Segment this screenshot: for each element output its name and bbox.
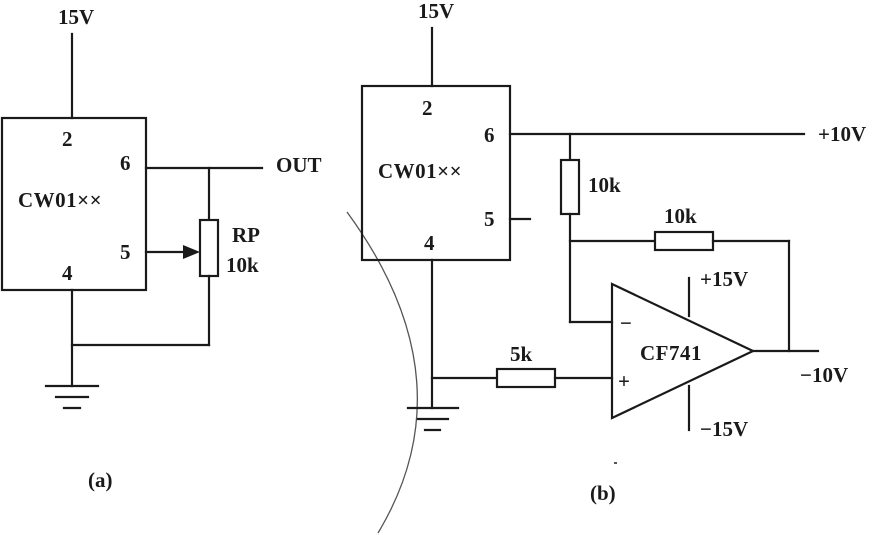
b-feedback-resistor — [653, 230, 715, 252]
b-regulator-ic — [360, 84, 512, 262]
b-caption: (b) — [590, 481, 616, 505]
b-opamp — [610, 282, 756, 420]
circuit-b: 15V 2 6 CW01×× 5 4 +10V 10k 10k − + CF74… — [360, 0, 866, 505]
b-pin-6: 6 — [484, 123, 495, 147]
a-pin-6: 6 — [120, 151, 131, 175]
b-opamp-vneg-label: −15V — [700, 417, 748, 441]
scan-artifact-curve — [346, 211, 418, 534]
a-caption: (a) — [88, 468, 113, 492]
b-pos-output-label: +10V — [818, 122, 866, 146]
a-supply-label: 15V — [58, 5, 94, 29]
a-pin-2: 2 — [62, 127, 73, 151]
b-pin-5: 5 — [484, 207, 495, 231]
b-input-resistor — [495, 367, 557, 389]
b-series-resistor — [559, 158, 581, 216]
scan-artifact-dot — [614, 462, 617, 464]
b-series-resistor-value: 10k — [588, 173, 621, 197]
b-opamp-plus: + — [618, 369, 630, 393]
a-pot-ref: RP — [232, 223, 260, 247]
a-potentiometer — [198, 218, 220, 278]
a-wiper-arrow-icon — [183, 245, 200, 259]
a-pin-5: 5 — [120, 240, 131, 264]
b-ground-icon — [406, 406, 460, 432]
b-input-resistor-value: 5k — [510, 342, 533, 366]
b-opamp-vpos-label: +15V — [700, 267, 748, 291]
a-ic-name: CW01×× — [18, 188, 102, 212]
b-feedback-resistor-value: 10k — [664, 204, 697, 228]
b-supply-label: 15V — [418, 0, 454, 23]
a-output-label: OUT — [276, 153, 322, 177]
a-pot-value: 10k — [226, 253, 259, 277]
b-pin-4: 4 — [424, 231, 435, 255]
b-opamp-name: CF741 — [640, 341, 702, 365]
b-neg-output-label: −10V — [800, 363, 848, 387]
a-regulator-ic — [0, 116, 148, 292]
circuit-a: 15V 2 6 CW01×× 5 4 OUT RP 10k (a) — [0, 5, 322, 492]
b-opamp-minus: − — [620, 311, 632, 335]
a-ground-icon — [44, 384, 100, 410]
b-ic-name: CW01×× — [378, 159, 462, 183]
a-pin-4: 4 — [62, 261, 73, 285]
b-pin-2: 2 — [422, 96, 433, 120]
